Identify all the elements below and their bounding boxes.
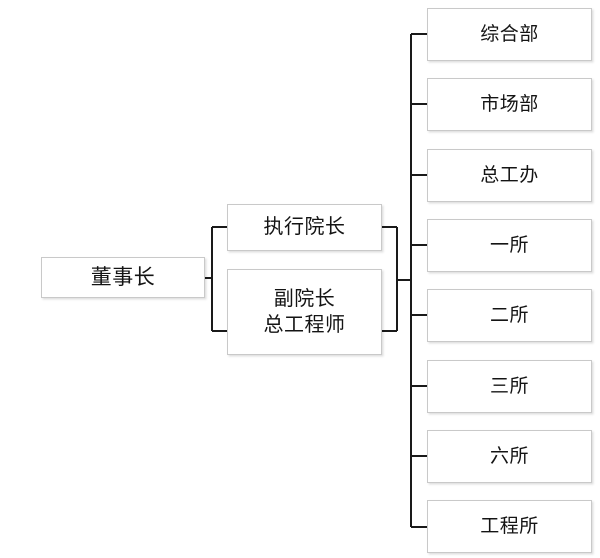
node-department-8[interactable]: 工程所 xyxy=(427,500,592,553)
node-department-7-label: 六所 xyxy=(489,445,529,467)
node-department-6-label: 三所 xyxy=(489,375,529,397)
node-executive-president[interactable]: 执行院长 xyxy=(227,204,382,251)
node-department-2-label: 市场部 xyxy=(480,93,539,115)
node-department-5[interactable]: 二所 xyxy=(427,289,592,342)
node-chairman-label: 董事长 xyxy=(90,265,156,289)
node-department-4-label: 一所 xyxy=(489,234,529,256)
node-chairman[interactable]: 董事长 xyxy=(41,257,205,298)
node-department-1-label: 综合部 xyxy=(480,23,539,45)
node-department-6[interactable]: 三所 xyxy=(427,360,592,413)
node-department-5-label: 二所 xyxy=(489,304,529,326)
node-department-4[interactable]: 一所 xyxy=(427,219,592,272)
node-vice-president[interactable]: 副院长 总工程师 xyxy=(227,269,382,355)
node-vice-president-label-line1: 副院长 xyxy=(273,287,336,310)
node-executive-president-label: 执行院长 xyxy=(263,216,346,239)
node-department-3-label: 总工办 xyxy=(480,164,539,186)
node-department-7[interactable]: 六所 xyxy=(427,430,592,483)
node-vice-president-label-line2: 总工程师 xyxy=(263,314,346,336)
node-department-8-label: 工程所 xyxy=(480,515,539,537)
node-department-3[interactable]: 总工办 xyxy=(427,149,592,202)
node-department-1[interactable]: 综合部 xyxy=(427,8,592,61)
node-department-2[interactable]: 市场部 xyxy=(427,78,592,131)
